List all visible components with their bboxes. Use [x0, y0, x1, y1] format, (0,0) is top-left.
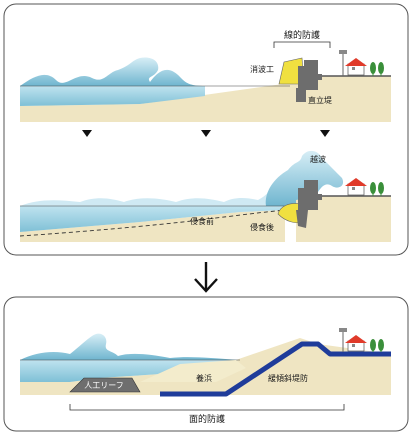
- before-erosion-label: 侵食前: [190, 216, 214, 226]
- house-icon: [345, 58, 367, 76]
- lamp-post-icon: [339, 328, 347, 352]
- overtopping-wave: [265, 150, 344, 206]
- artificial-reef: [69, 377, 141, 393]
- tree-icon: [370, 339, 384, 352]
- sea: [20, 206, 285, 232]
- overtopping-label: 越波: [310, 154, 326, 164]
- breakwater-label: 消波工: [250, 64, 274, 74]
- panel-area-defense: 人工リーフ 養浜 緩傾斜堤防 面的防護: [20, 328, 391, 425]
- land: [296, 196, 391, 242]
- beach-nourishment-label: 養浜: [196, 373, 212, 383]
- seabed: [20, 83, 290, 122]
- arrow-down-icon: [82, 130, 92, 137]
- panel-erosion: 越波 侵食前 侵食後: [19, 150, 391, 242]
- waves: [20, 57, 205, 86]
- sea: [20, 86, 205, 106]
- beach-nourishment: [140, 360, 246, 382]
- house-icon: [345, 178, 367, 196]
- waves: [20, 333, 238, 360]
- arrow-down-icon: [201, 130, 211, 137]
- area-defense-label: 面的防護: [189, 413, 225, 425]
- area-defense-bracket: [69, 404, 345, 411]
- artificial-reef-label: 人工リーフ: [84, 381, 124, 390]
- line-defense-bracket: [273, 41, 331, 48]
- vertical-seawall: [296, 180, 322, 228]
- tree-icon: [370, 62, 384, 76]
- tree-icon: [370, 182, 384, 196]
- down-arrow-icon: [194, 262, 218, 293]
- tetrapod-block: [278, 57, 305, 85]
- after-erosion-label: 侵食後: [250, 222, 274, 232]
- gentle-slope-dike-label: 緩傾斜堤防: [268, 373, 308, 383]
- vertical-seawall: [296, 60, 322, 102]
- panel-vertical-seawall: 線的防護 消波工 直立堤: [20, 29, 391, 122]
- gentle-slope-dike: [160, 341, 391, 397]
- house-icon: [345, 335, 367, 352]
- arrow-down-icon: [320, 130, 330, 137]
- line-defense-label: 線的防護: [284, 29, 320, 41]
- waves: [20, 186, 285, 206]
- before-erosion-line: [19, 209, 286, 237]
- lamp-post-icon: [339, 50, 347, 76]
- seawall-label: 直立堤: [308, 95, 332, 105]
